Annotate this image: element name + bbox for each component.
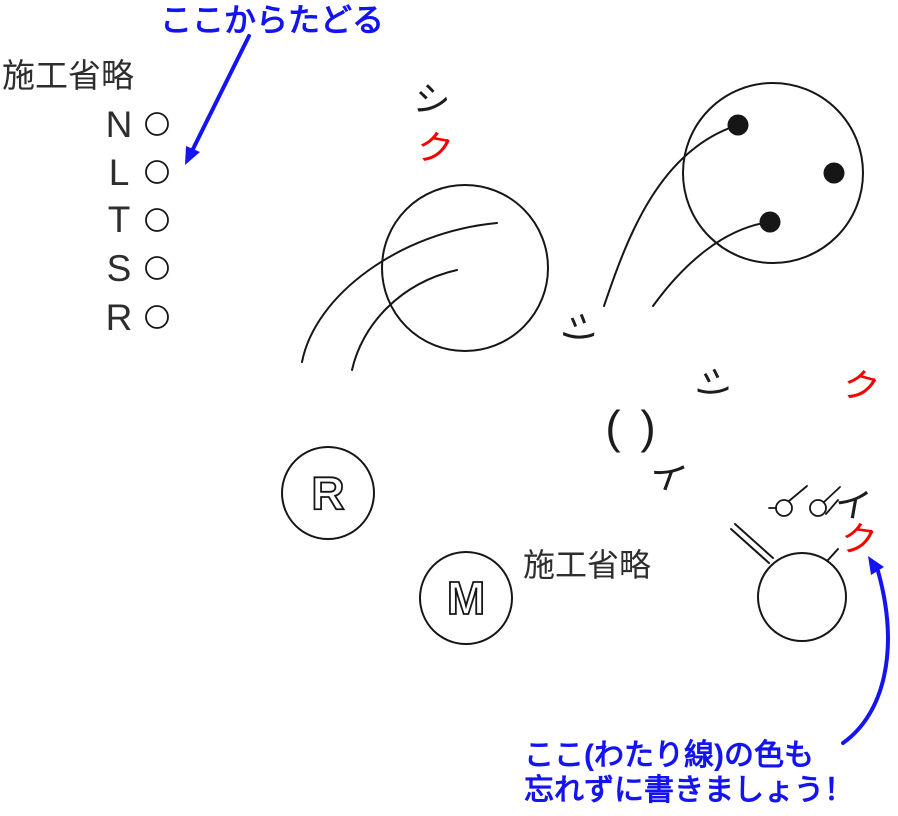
switch-label-i-1: イ: [644, 451, 692, 502]
terminal-circle-s: [145, 256, 169, 280]
terminal-letter-r: R: [106, 297, 133, 338]
wire-color-label-kuro-red-2: ク: [838, 362, 883, 411]
terminal-letter-n: N: [106, 104, 133, 145]
motor-circle: [419, 551, 513, 645]
terminal-circle-r: [145, 305, 169, 329]
wire-color-label-shiro-3: シ: [688, 359, 740, 413]
jumper-color-note-line2: 忘れずに書きましょう！: [524, 773, 854, 807]
lamp-circle: [757, 552, 847, 642]
construction-omitted-label-motor: 施工省略: [523, 547, 651, 583]
wire-arc-into-junction-2: [351, 269, 458, 371]
switch-slash-1: [788, 485, 808, 502]
terminal-block: N L T S R: [106, 104, 169, 338]
terminal-letter-t: T: [108, 199, 131, 240]
jumper-color-note-line1: ここ(わたり線)の色も: [524, 738, 814, 772]
terminal-circle-l: [145, 160, 169, 184]
relay-letter: R: [311, 467, 344, 519]
connection-dot-2: [823, 162, 845, 184]
wire-color-label-shiro-1: シ: [410, 77, 454, 125]
terminal-circle-t: [145, 208, 169, 232]
terminal-letter-l: L: [109, 152, 130, 193]
lamp-wire-tick: [827, 548, 839, 561]
wire-arc-into-connection-box-2: [652, 221, 771, 307]
lamp-paren-open: (: [605, 401, 621, 453]
wire-arc-into-connection-box-1: [603, 124, 739, 307]
terminal-letter-s: S: [107, 248, 132, 289]
relay-circle: [281, 446, 375, 540]
wire-color-label-kuro-red-3: ク: [838, 517, 879, 563]
jumper-note-arrow-shaft: [841, 569, 890, 745]
wire-arc-into-junction-1: [301, 222, 498, 363]
switch-cross-tick: [825, 499, 839, 515]
trace-arrow-head: [185, 146, 200, 165]
switch-symbol-pair: [768, 485, 841, 517]
switch-symbol-1: [775, 499, 793, 517]
jumper-wire-line-1: [730, 528, 770, 564]
trace-from-here-note: ここからたどる: [160, 2, 384, 38]
junction-box-circle: [381, 184, 549, 352]
construction-omitted-label-top: 施工省略: [2, 57, 134, 94]
switch-symbol-2: [809, 499, 827, 517]
lamp-paren-close: ): [640, 401, 655, 453]
motor-letter: M: [447, 572, 485, 624]
switch-slash-2: [823, 486, 841, 503]
switch-label-i-2: イ: [832, 481, 875, 528]
jumper-wire-line-2: [734, 523, 774, 559]
trace-arrow-shaft: [191, 34, 251, 151]
wire-color-label-kuro-red-1: ク: [414, 125, 457, 172]
terminal-circle-n: [145, 112, 169, 136]
jumper-note-arrow-head: [868, 556, 884, 575]
wire-color-label-shiro-2: シ: [553, 303, 606, 357]
connection-box-circle: [682, 82, 864, 264]
